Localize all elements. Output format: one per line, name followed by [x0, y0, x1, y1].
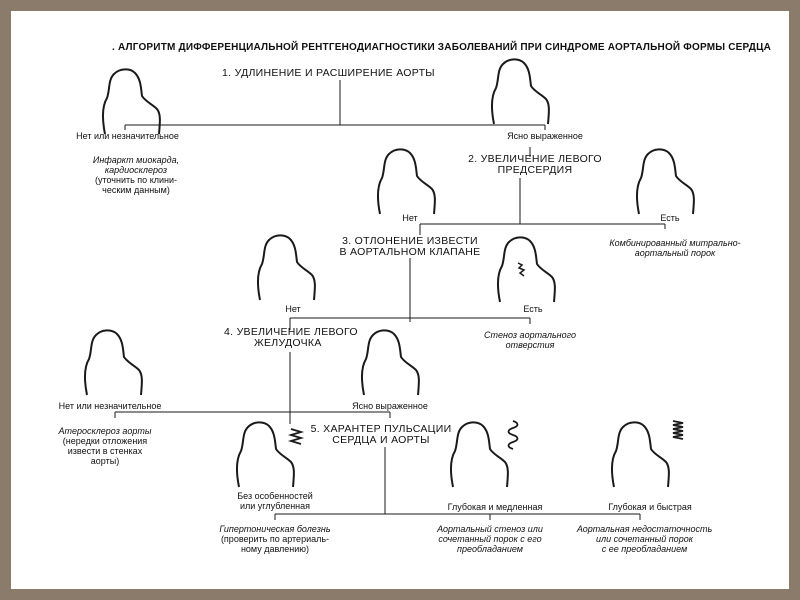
s1-right-label: Ясно выраженное: [507, 131, 583, 141]
conclusion-hypertension-line: Гипертоническая болезнь: [219, 524, 331, 534]
s3-yes-label: Есть: [523, 304, 543, 314]
diagram-title: . АЛГОРИТМ ДИФФЕРЕНЦИАЛЬНОЙ РЕНТГЕНОДИАГ…: [112, 42, 772, 53]
conclusion-aortic-stenosis: Аортальный стеноз или сочетанный порок с…: [425, 524, 555, 554]
conclusion-athero-line: Атеросклероз аорты: [58, 426, 152, 436]
step-2-line2: ПРЕДСЕРДИЯ: [497, 164, 573, 176]
step-3-line1: 3. ОТЛОНЕНИЕ ИЗВЕСТИ: [342, 235, 478, 247]
conclusion-athero-line: (нередки отложения: [62, 436, 148, 446]
step-5-line1: 5. ХАРАНТЕР ПУЛЬСАЦИИ: [310, 423, 452, 435]
conclusion-aortic-insufficiency-line: Аортальная недостаточность: [576, 524, 713, 534]
conclusion-aortic-insufficiency-line: или сочетанный порок: [596, 534, 693, 544]
step-2-line1: 2. УВЕЛИЧЕНИЕ ЛЕВОГО: [468, 153, 602, 165]
step-5-line2: СЕРДЦА И АОРТЫ: [332, 434, 430, 446]
conclusion-athero-line: аорты): [90, 456, 120, 466]
conclusion-aortic-stenosis-line: преобладанием: [457, 544, 523, 554]
conclusion-combined-line: Комбинированный митрально-: [609, 238, 741, 248]
step-3-line2: В АОРТАЛЬНОМ КЛАПАНЕ: [339, 246, 481, 258]
conclusion-aortic-insufficiency: Аортальная недостаточность или сочетанны…: [572, 524, 717, 554]
conclusion-infarct-line: кардиосклероз: [104, 165, 168, 175]
conclusion-stenosis-line: Стеноз аортального: [484, 330, 576, 340]
step-1-heading: 1. УДЛИНЕНИЕ И РАСШИРЕНИЕ АОРТЫ: [222, 67, 435, 79]
s2-yes-label: Есть: [660, 213, 680, 223]
conclusion-infarct-line: (уточнить по клини-: [94, 175, 177, 185]
s3-no-label: Нет: [285, 304, 301, 314]
step-4-line2: ЖЕЛУДОЧКА: [254, 337, 322, 349]
step-3-heading: 3. ОТЛОНЕНИЕ ИЗВЕСТИ В АОРТАЛЬНОМ КЛАПАН…: [330, 236, 490, 258]
s4-left-label: Нет или незначительное: [58, 401, 162, 411]
step-4-heading: 4. УВЕЛИЧЕНИЕ ЛЕВОГО ЖЕЛУДОЧКА: [224, 327, 358, 349]
conclusion-infarct-line: ческим данным): [102, 185, 170, 195]
conclusion-aortic-stenosis-line: Аортальный стеноз или: [437, 524, 543, 534]
conclusion-aortic-insufficiency-line: с ее преобладанием: [601, 544, 688, 554]
s5-a-line2: или углубленная: [239, 501, 311, 511]
calcification-mark: [517, 262, 526, 277]
conclusion-infarct: Инфаркт миокарда, кардиосклероз (уточнит…: [66, 155, 206, 195]
conclusion-infarct-line: Инфаркт миокарда,: [92, 155, 180, 165]
conclusion-stenosis-line: отверстия: [505, 340, 555, 350]
s4-right-label: Ясно выраженное: [352, 401, 428, 411]
conclusion-aortic-stenosis-line: сочетанный порок с его: [438, 534, 542, 544]
step-4-line1: 4. УВЕЛИЧЕНИЕ ЛЕВОГО: [224, 326, 358, 338]
step-5-heading: 5. ХАРАНТЕР ПУЛЬСАЦИИ СЕРДЦА И АОРТЫ: [300, 424, 462, 446]
s5-a-label: Без особенностей или углубленная: [210, 491, 340, 511]
conclusion-hypertension-line: ному давлению): [240, 544, 310, 554]
conclusion-athero: Атеросклероз аорты (нередки отложения из…: [45, 426, 165, 466]
conclusion-hypertension: Гипертоническая болезнь (проверить по ар…: [210, 524, 340, 554]
s5-a-line1: Без особенностей: [237, 491, 313, 501]
connector-lines: [114, 80, 666, 520]
diagram-frame: [11, 11, 789, 589]
conclusion-combined-line: аортальный порок: [634, 248, 716, 258]
conclusion-athero-line: извести в стенках: [67, 446, 143, 456]
s5-c-label: Глубокая и быстрая: [608, 502, 692, 512]
s2-no-label: Нет: [402, 213, 418, 223]
pulsation-zigzags: [287, 420, 684, 450]
step-2-heading: 2. УВЕЛИЧЕНИЕ ЛЕВОГО ПРЕДСЕРДИЯ: [462, 154, 608, 176]
conclusion-combined: Комбинированный митрально- аортальный по…: [600, 238, 750, 258]
s5-b-label: Глубокая и медленная: [447, 502, 543, 512]
conclusion-hypertension-line: (проверить по артериаль-: [220, 534, 330, 544]
conclusion-stenosis: Стеноз аортального отверстия: [470, 330, 590, 350]
s1-left-label: Нет или незначительное: [76, 131, 179, 141]
